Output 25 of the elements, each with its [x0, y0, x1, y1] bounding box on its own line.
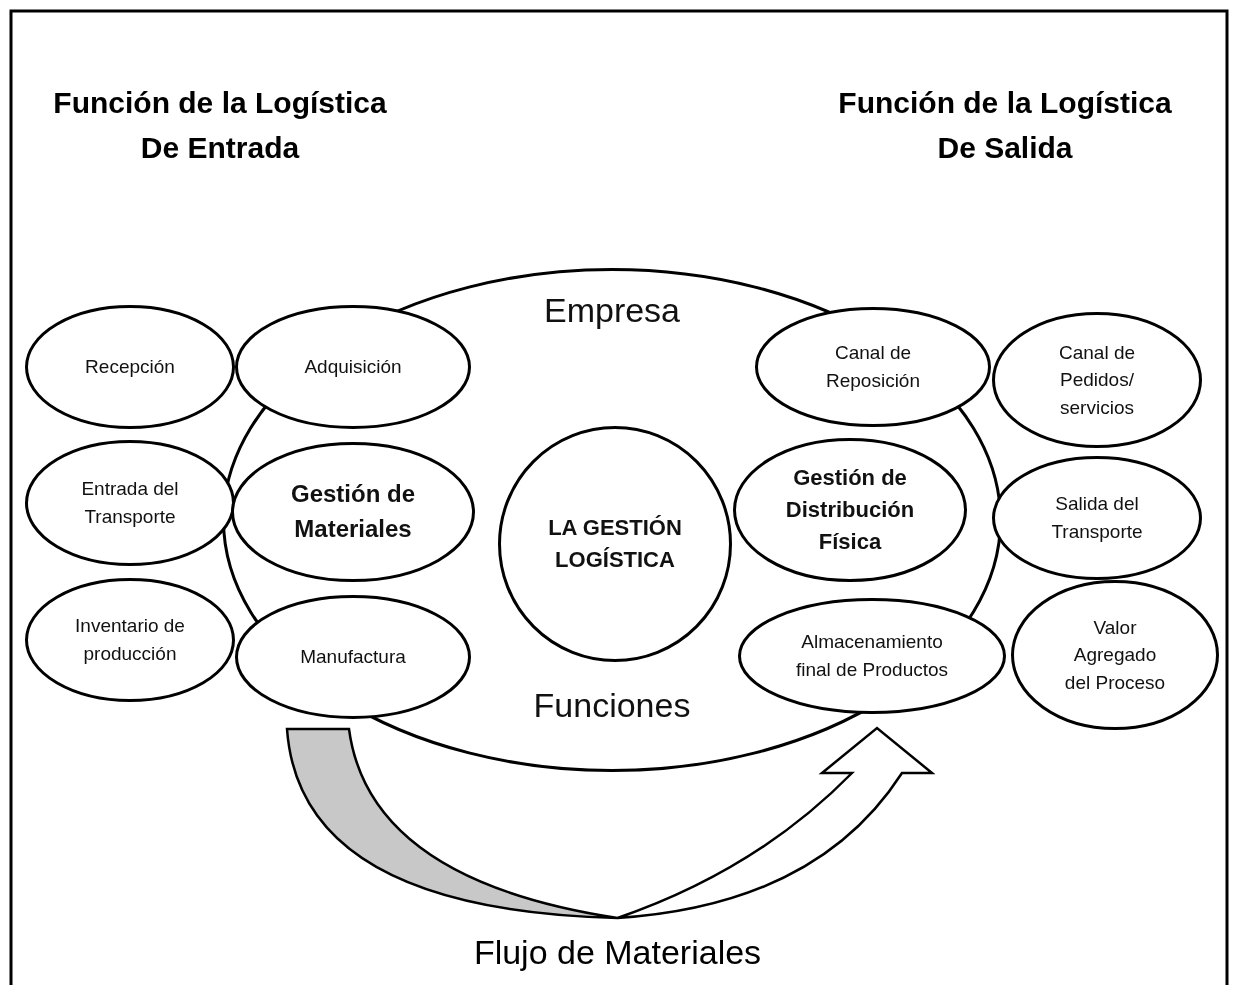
flow-arrow [285, 726, 934, 920]
heading: Función de la Logística De Entrada [52, 85, 388, 166]
oval-node [1011, 580, 1219, 730]
oval-node [25, 578, 235, 702]
node-label: Almacenamiento final de Productos [794, 630, 950, 682]
region-label: Funciones [532, 685, 692, 727]
node-label: Salida del Transporte [1050, 492, 1144, 544]
node-label: Gestión de Materiales [290, 479, 416, 544]
node-label: LA GESTIÓN LOGÍSTICA [547, 514, 683, 574]
node-label: Recepción [84, 355, 176, 380]
heading: Función de la Logística De Salida [837, 85, 1173, 166]
node-label: Canal de Pedidos/ servicios [1057, 340, 1137, 420]
node-label: Inventario de producción [74, 614, 186, 666]
oval-node [992, 312, 1202, 448]
central-ellipse [498, 426, 732, 662]
region-label: Empresa [542, 290, 682, 332]
node-label: Manufactura [299, 645, 407, 670]
node-label: Valor Agregado del Proceso [1063, 615, 1167, 695]
node-label: Adquisición [303, 355, 403, 380]
oval-node [992, 456, 1202, 580]
node-label: Gestión de Distribución Física [784, 464, 916, 556]
oval-node [25, 440, 235, 566]
node-label: Entrada del Transporte [80, 477, 180, 529]
node-label: Canal de Reposición [825, 341, 921, 393]
oval-node [25, 305, 235, 429]
